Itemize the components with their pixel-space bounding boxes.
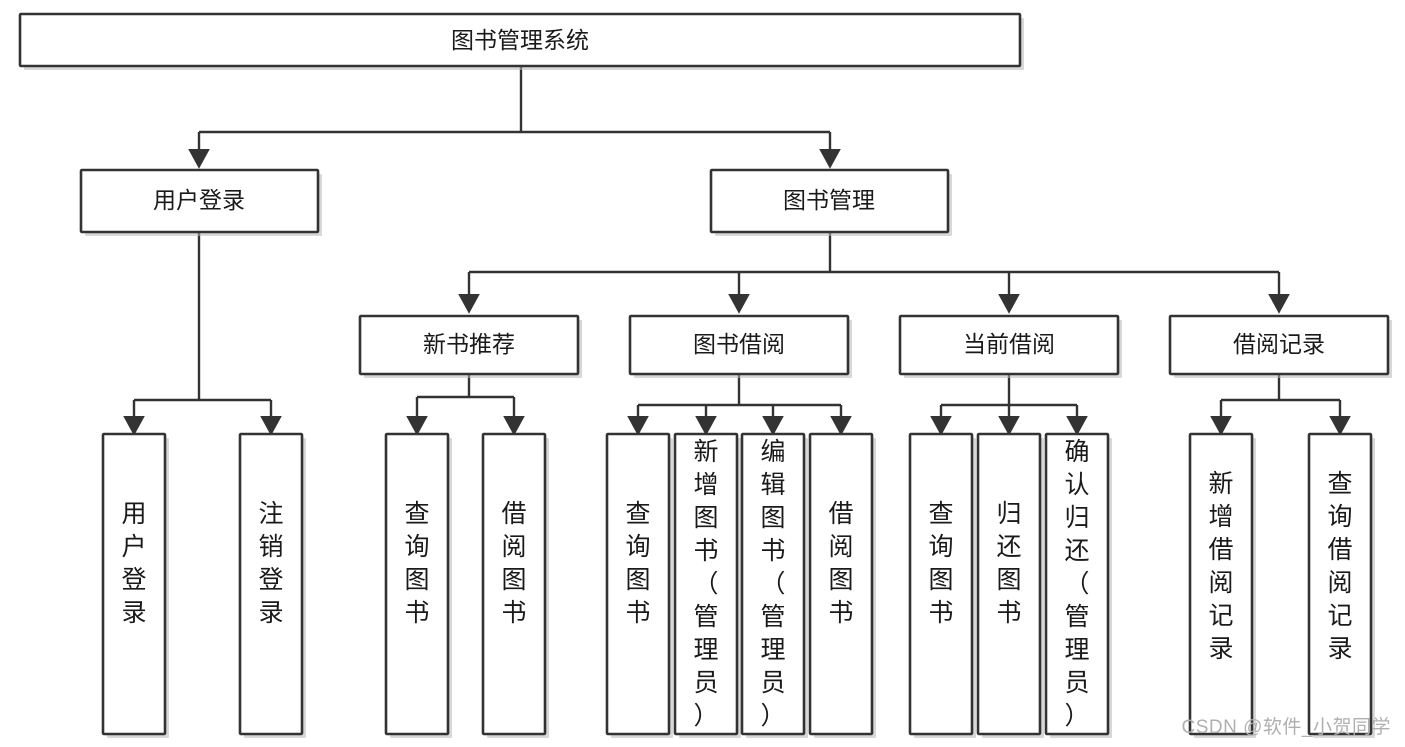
- leaf-newbook-query-book-box[interactable]: [384, 432, 450, 736]
- borrow-record-box[interactable]: [1168, 314, 1390, 376]
- leaf-borrow-edit-book-label: 编辑图书（管理员）: [760, 438, 785, 730]
- node-book-management[interactable]: 图书管理: [709, 168, 952, 236]
- leaf-borrow-borrow-book-box[interactable]: [808, 432, 874, 736]
- leaf-newbook-borrow-book-label: 借阅图书: [501, 500, 526, 627]
- leaf-user-login-box[interactable]: [101, 432, 167, 736]
- leaf-newbook-borrow-book[interactable]: 借阅图书: [481, 432, 549, 738]
- leaf-record-query-record[interactable]: 查询借阅记录: [1307, 432, 1375, 738]
- leaf-current-return-book-box[interactable]: [976, 432, 1042, 736]
- leaf-borrow-edit-book[interactable]: 编辑图书（管理员）: [740, 432, 808, 738]
- leaf-newbook-query-book-label: 查询图书: [404, 500, 429, 627]
- node-user-login[interactable]: 用户登录: [79, 168, 322, 236]
- node-book-borrow[interactable]: 图书借阅: [628, 314, 852, 378]
- book-management-box[interactable]: [709, 168, 950, 234]
- leaf-newbook-borrow-book-box[interactable]: [481, 432, 547, 736]
- book-borrow-label: 图书借阅: [693, 331, 785, 357]
- user-login-box[interactable]: [79, 168, 320, 234]
- leaf-current-query-book-label: 查询图书: [928, 500, 953, 627]
- new-book-recommend-label: 新书推荐: [423, 331, 515, 357]
- leaf-record-query-record-box[interactable]: [1307, 432, 1373, 736]
- leaf-borrow-query-book-box[interactable]: [605, 432, 671, 736]
- root-box[interactable]: [18, 12, 1022, 68]
- borrow-record-label: 借阅记录: [1233, 331, 1325, 357]
- root-label: 图书管理系统: [451, 27, 589, 53]
- leaf-borrow-borrow-book-label: 借阅图书: [828, 500, 853, 627]
- current-borrow-label: 当前借阅: [963, 331, 1055, 357]
- leaf-record-add-record-label: 新增借阅记录: [1208, 470, 1233, 663]
- leaf-user-login-label: 用户登录: [121, 500, 146, 627]
- leaf-borrow-query-book-label: 查询图书: [625, 500, 650, 627]
- new-book-recommend-box[interactable]: [358, 314, 580, 376]
- leaf-borrow-add-book-box[interactable]: [673, 432, 739, 736]
- node-current-borrow[interactable]: 当前借阅: [898, 314, 1122, 378]
- user-login-label: 用户登录: [153, 187, 245, 213]
- leaf-record-add-record-box[interactable]: [1188, 432, 1254, 736]
- leaf-borrow-add-book[interactable]: 新增图书（管理员）: [673, 432, 741, 738]
- leaf-current-query-book-box[interactable]: [908, 432, 974, 736]
- leaf-record-query-record-label: 查询借阅记录: [1327, 470, 1352, 663]
- leaf-borrow-add-book-label: 新增图书（管理员）: [693, 438, 718, 730]
- current-borrow-box[interactable]: [898, 314, 1120, 376]
- leaf-current-return-book[interactable]: 归还图书: [976, 432, 1044, 738]
- book-borrow-box[interactable]: [628, 314, 850, 376]
- leaf-record-add-record[interactable]: 新增借阅记录: [1188, 432, 1256, 738]
- leaf-borrow-borrow-book[interactable]: 借阅图书: [808, 432, 876, 738]
- book-management-label: 图书管理: [783, 187, 875, 213]
- edges-layer: [123, 66, 1351, 436]
- leaf-current-query-book[interactable]: 查询图书: [908, 432, 976, 738]
- leaf-borrow-query-book[interactable]: 查询图书: [605, 432, 673, 738]
- node-root[interactable]: 图书管理系统: [18, 12, 1024, 70]
- leaf-user-login[interactable]: 用户登录: [101, 432, 169, 738]
- leaf-current-return-book-label: 归还图书: [996, 500, 1021, 627]
- leaf-logout-box[interactable]: [238, 432, 304, 736]
- node-new-book-recommend[interactable]: 新书推荐: [358, 314, 582, 378]
- leaf-logout-label: 注销登录: [258, 500, 283, 627]
- leaf-newbook-query-book[interactable]: 查询图书: [384, 432, 452, 738]
- leaf-logout[interactable]: 注销登录: [238, 432, 306, 738]
- node-borrow-record[interactable]: 借阅记录: [1168, 314, 1392, 378]
- leaf-current-confirm-return-label: 确认归还（管理员）: [1064, 438, 1089, 730]
- leaf-current-confirm-return-box[interactable]: [1044, 432, 1110, 736]
- leaf-borrow-edit-book-box[interactable]: [740, 432, 806, 736]
- leaf-current-confirm-return[interactable]: 确认归还（管理员）: [1044, 432, 1112, 738]
